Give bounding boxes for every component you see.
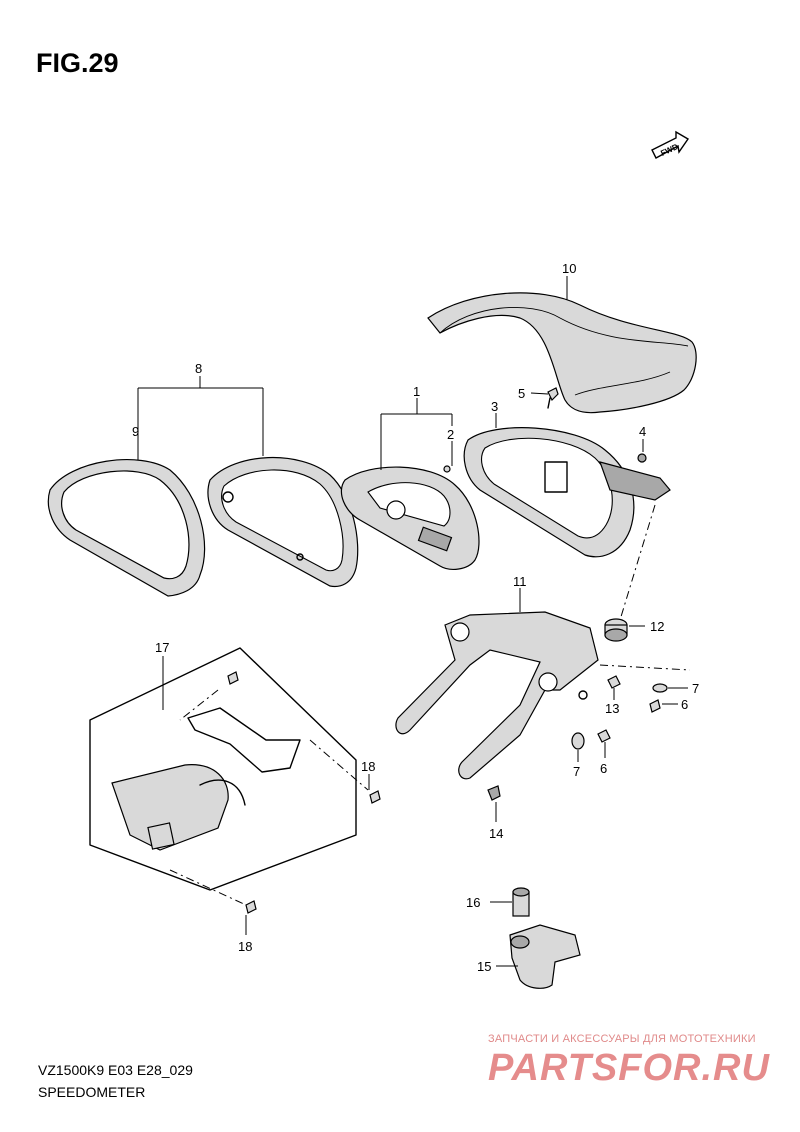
callout-6-lower: 6 — [600, 761, 607, 776]
part-3-lower-case — [463, 427, 671, 558]
callout-7-right: 7 — [692, 681, 699, 696]
callout-10: 10 — [562, 261, 576, 276]
callout-16: 16 — [466, 895, 480, 910]
callout-5: 5 — [518, 386, 525, 401]
callout-6-right: 6 — [681, 697, 688, 712]
part-12-grommet — [604, 618, 628, 642]
screws-and-washers — [443, 387, 668, 801]
callout-9: 9 — [132, 424, 139, 439]
watermark-text: ЗАПЧАСТИ И АКСЕССУАРЫ ДЛЯ МОТОТЕХНИКИ — [488, 1033, 756, 1045]
callout-4: 4 — [639, 424, 646, 439]
callout-18-lower: 18 — [238, 939, 252, 954]
watermark-logo: PARTSFOR.RU — [488, 1047, 770, 1089]
fwd-arrow-icon: FWD — [651, 130, 690, 159]
callout-1: 1 — [413, 384, 420, 399]
callout-2: 2 — [447, 427, 454, 442]
model-code: VZ1500K9 E03 E28_029 — [38, 1062, 193, 1078]
callout-12: 12 — [650, 619, 664, 634]
callout-11: 11 — [513, 574, 527, 589]
installation-leaders — [169, 504, 691, 906]
part-8-case — [207, 457, 359, 588]
callout-7-lower: 7 — [573, 764, 580, 779]
part-15-16-sensor — [509, 887, 581, 989]
callout-8: 8 — [195, 361, 202, 376]
callout-18-upper: 18 — [361, 759, 375, 774]
section-name: SPEEDOMETER — [38, 1084, 146, 1100]
callout-leaders — [137, 276, 688, 967]
callout-14: 14 — [489, 826, 503, 841]
callout-15: 15 — [477, 959, 491, 974]
callout-17: 17 — [155, 640, 169, 655]
part-17-indicator-group — [89, 647, 381, 914]
part-1-meter-assembly — [340, 466, 480, 570]
part-10-visor — [427, 292, 697, 414]
callout-13: 13 — [605, 701, 619, 716]
part-11-bracket — [395, 611, 599, 780]
part-9-ring — [47, 459, 206, 597]
figure-title: FIG.29 — [36, 48, 119, 78]
callout-3: 3 — [491, 399, 498, 414]
callout-numbers: 10 5 8 1 3 4 9 2 11 12 7 6 13 7 6 17 18 … — [132, 261, 699, 974]
